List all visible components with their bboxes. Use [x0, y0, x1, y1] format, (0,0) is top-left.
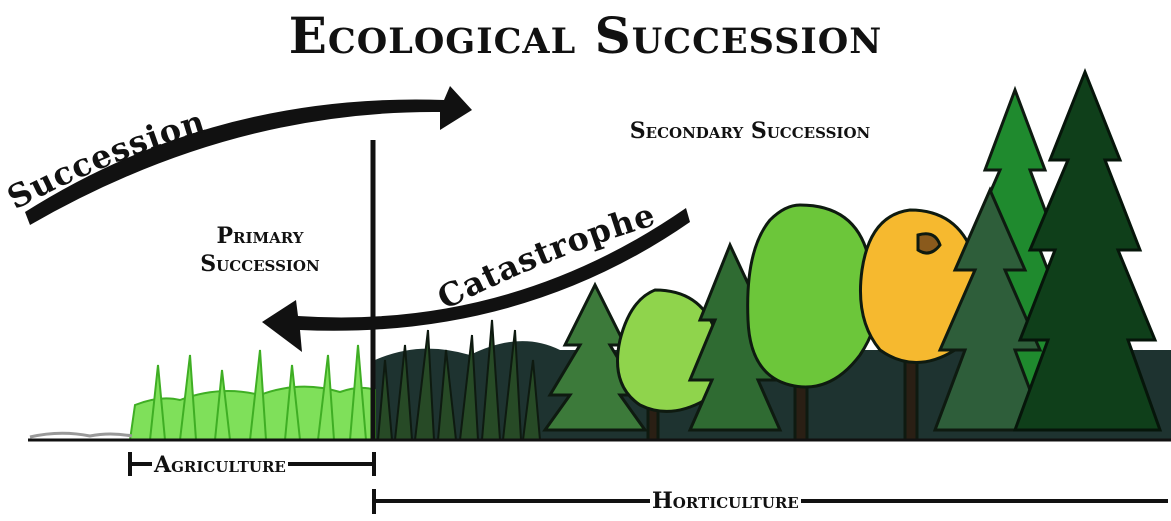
secondary-succession-label: Secondary Succession [560, 118, 940, 144]
primary-label-line2: Succession [150, 250, 370, 278]
succession-label: Succession [1, 102, 210, 217]
primary-succession-label: Primary Succession [150, 222, 370, 278]
agriculture-label: Agriculture [152, 452, 288, 478]
horticulture-label: Horticulture [650, 488, 801, 514]
dark-conifer-tree [1015, 72, 1160, 430]
primary-label-line1: Primary [150, 222, 370, 250]
ground-gravel [30, 433, 132, 437]
grass-patch [130, 345, 375, 440]
